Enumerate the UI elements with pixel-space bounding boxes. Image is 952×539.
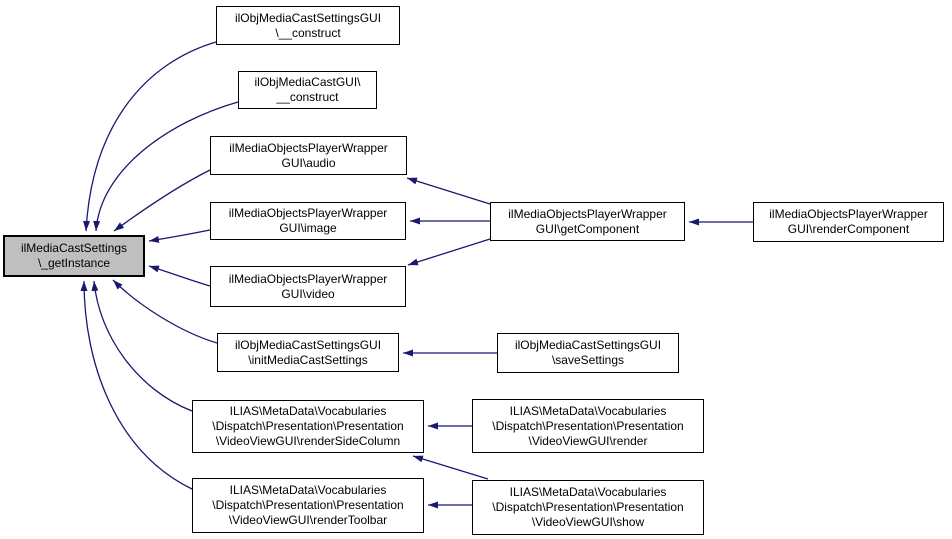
node-label-line: ILIAS\MetaData\Vocabularies [509,485,667,499]
edge-construct2-to-getinstance [93,101,239,232]
node-ilmediacastsettings-getinstance: ilMediaCastSettings \_getInstance [3,235,145,277]
node-label-line: \initMediaCastSettings [248,352,368,367]
node-label-line: ilMediaObjectsPlayerWrapper [769,207,928,221]
edge-video-to-getinstance [148,265,211,287]
edge-construct1-to-getinstance [83,41,217,232]
node-videoviewgui-rendertoolbar[interactable]: ILIAS\MetaData\Vocabularies \Dispatch\Pr… [192,478,424,533]
edge-show-to-rendersidecolumn [412,455,489,480]
node-label-line: ILIAS\MetaData\Vocabularies [229,483,387,497]
node-ilobjmediacastsettingsgui-initmediacastsettings[interactable]: ilObjMediaCastSettingsGUI \initMediaCast… [217,333,399,372]
node-label-line: ILIAS\MetaData\Vocabularies [229,404,387,418]
node-playerwrappergui-image[interactable]: ilMediaObjectsPlayerWrapper GUI\image [210,202,406,240]
node-label-line: ilObjMediaCastGUI\ [254,75,361,89]
edge-getcomponent-to-audio [406,177,491,205]
node-label-line: \VideoViewGUI\renderToolbar [228,513,388,527]
node-playerwrappergui-rendercomponent[interactable]: ilMediaObjectsPlayerWrapper GUI\renderCo… [753,202,944,242]
node-label-line: GUI\renderComponent [787,222,910,236]
node-label-line: GUI\audio [281,155,336,170]
node-label-line: ilMediaObjectsPlayerWrapper [228,271,388,286]
node-ilobjmediacastsettingsgui-construct[interactable]: ilObjMediaCastSettingsGUI \__construct [216,6,400,45]
node-label-line: \Dispatch\Presentation\Presentation [492,418,684,433]
edge-audio-to-getinstance [113,169,211,232]
node-label-line: ilObjMediaCastSettingsGUI [514,338,662,352]
node-label-line: \_getInstance [37,256,111,270]
node-videoviewgui-rendersidecolumn[interactable]: ILIAS\MetaData\Vocabularies \Dispatch\Pr… [192,400,424,453]
node-ilobjmediacastsettingsgui-savesettings[interactable]: ilObjMediaCastSettingsGUI \saveSettings [497,333,679,373]
node-label-line: \VideoViewGUI\show [531,515,645,529]
node-label-line: ilObjMediaCastSettingsGUI [234,337,382,352]
node-playerwrappergui-getcomponent[interactable]: ilMediaObjectsPlayerWrapper GUI\getCompo… [490,202,685,241]
node-videoviewgui-render[interactable]: ILIAS\MetaData\Vocabularies \Dispatch\Pr… [472,399,704,453]
node-label-line: \VideoViewGUI\renderSideColumn [215,434,401,448]
edge-rendertoolbar-to-getinstance [80,280,193,490]
edge-getcomponent-to-video [407,238,491,266]
node-label-line: \saveSettings [551,353,625,367]
edge-image-to-getinstance [148,229,211,243]
node-label-line: ILIAS\MetaData\Vocabularies [509,403,667,418]
edge-rendersidecolumn-to-getinstance [91,280,193,412]
node-label-line: ilObjMediaCastSettingsGUI [234,10,382,25]
node-label-line: GUI\image [279,221,337,235]
node-label-line: __construct [276,90,339,104]
node-label-line: ilMediaObjectsPlayerWrapper [508,206,667,221]
node-label-line: \Dispatch\Presentation\Presentation [492,500,684,514]
node-videoviewgui-show[interactable]: ILIAS\MetaData\Vocabularies \Dispatch\Pr… [472,480,704,535]
node-label-line: \__construct [275,25,341,40]
node-ilobjmediacastgui-construct[interactable]: ilObjMediaCastGUI\ __construct [238,71,377,109]
node-label-line: \Dispatch\Presentation\Presentation [212,498,404,512]
node-playerwrappergui-video[interactable]: ilMediaObjectsPlayerWrapper GUI\video [210,266,406,307]
node-label-line: \Dispatch\Presentation\Presentation [212,419,404,433]
node-label-line: ilMediaObjectsPlayerWrapper [229,140,388,155]
node-label-line: GUI\video [281,286,335,301]
node-label-line: ilMediaCastSettings [20,241,128,255]
node-label-line: ilMediaObjectsPlayerWrapper [228,206,388,220]
edge-init-to-getinstance [112,279,218,344]
node-label-line: \VideoViewGUI\render [528,433,648,448]
node-label-line: GUI\getComponent [535,221,640,236]
node-playerwrappergui-audio[interactable]: ilMediaObjectsPlayerWrapper GUI\audio [210,136,407,175]
